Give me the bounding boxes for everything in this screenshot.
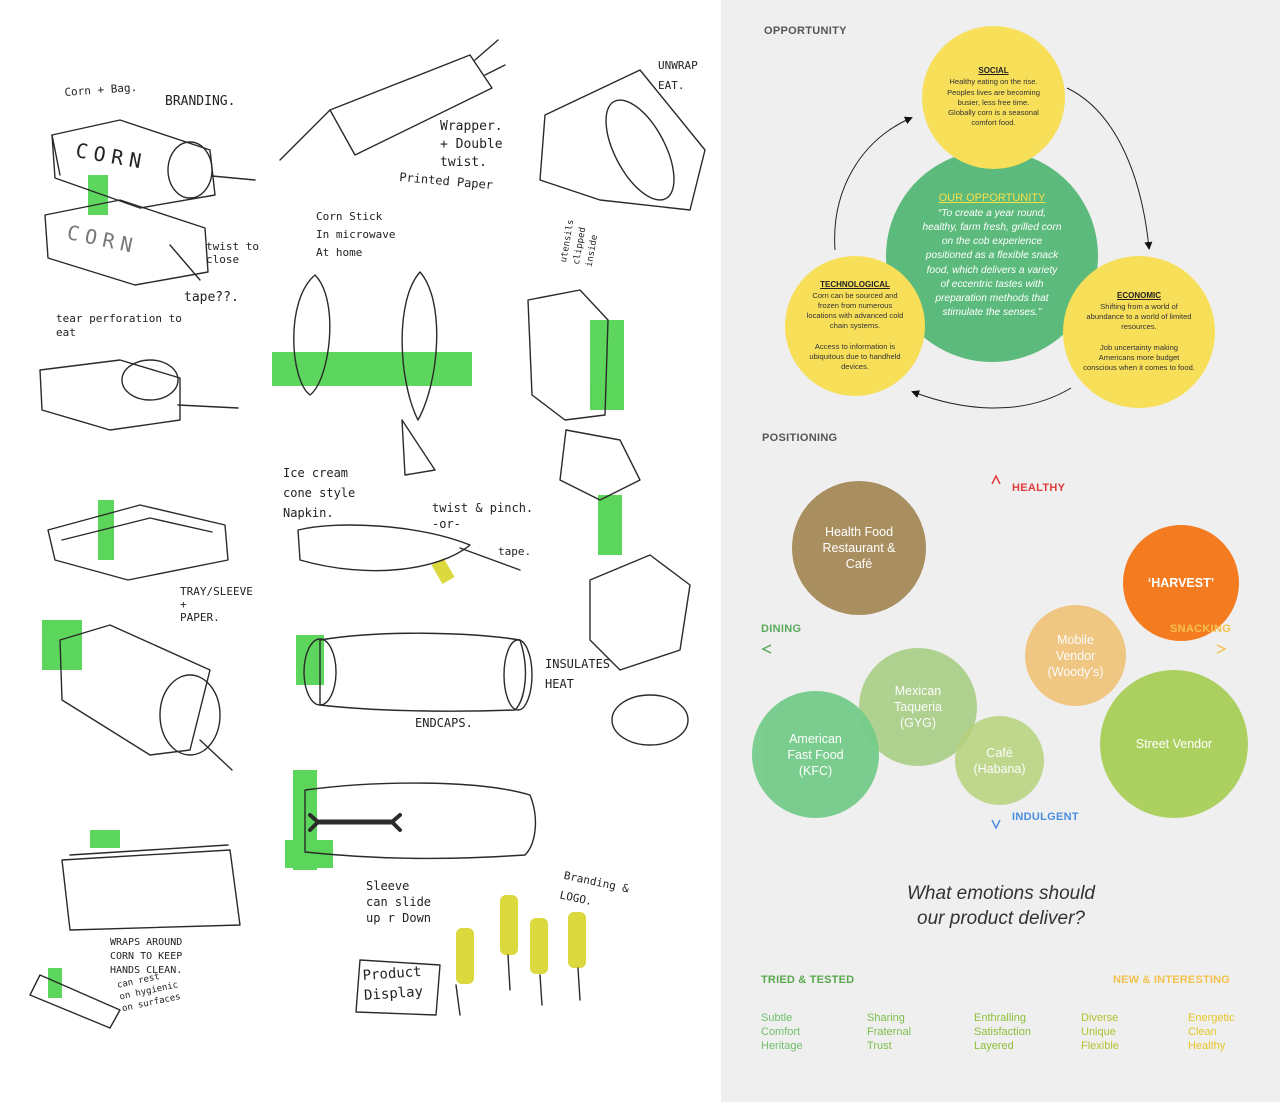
emotion-word: Trust [867, 1040, 892, 1052]
economic-title: ECONOMIC [1117, 290, 1161, 300]
sketch-label-corn-stick: Corn Stick In microwave At home [316, 210, 396, 259]
sketch-label-tray-sleeve: TRAY/SLEEVE + PAPER. [180, 585, 253, 624]
sketch-label-twist-pinch: twist & pinch. -or- [432, 501, 534, 531]
scale-label-new-interesting: NEW & INTERESTING [1113, 974, 1231, 986]
our-opportunity-title: OUR OPPORTUNITY [938, 192, 1046, 205]
emotion-word: Heritage [761, 1040, 803, 1052]
emotion-column-2: Sharing Fraternal Trust [867, 1011, 911, 1053]
emotion-word: Enthralling [974, 1012, 1026, 1024]
opportunity-heading: OPPORTUNITY [764, 25, 847, 37]
emotion-column-1: Subtle Comfort Heritage [761, 1011, 803, 1053]
economic-circle: ECONOMIC Shifting from a world of abunda… [1063, 256, 1215, 408]
technological-circle: TECHNOLOGICAL Corn can be sourced and fr… [785, 256, 925, 396]
axis-label-snacking: SNACKING [1170, 623, 1232, 635]
sketch-label-tape: tape??. [184, 290, 239, 305]
emotion-column-4: Diverse Unique Flexible [1081, 1011, 1119, 1053]
positioning-heading: POSITIONING [762, 432, 838, 444]
emotion-word: Sharing [867, 1012, 905, 1024]
sketch-label-sleeve-slide: Sleeve can slide up r Down [366, 879, 432, 925]
sketch-label-tape-2: tape. [498, 545, 532, 558]
sketch-label-tear-perforation: tear perforation to eat [56, 312, 182, 339]
positioning-axes [761, 474, 1231, 999]
emotion-word: Layered [974, 1040, 1014, 1052]
bubble-health-food: Health Food Restaurant & Café [792, 481, 926, 615]
emotion-word: Diverse [1081, 1012, 1119, 1024]
sketch-label-wraps-around: WRAPS AROUND CORN TO KEEP HANDS CLEAN. [110, 937, 183, 976]
emotion-word: Energetic [1188, 1012, 1235, 1024]
social-text: Healthy eating on the rise. Peoples live… [947, 77, 1040, 128]
bubble-harvest-label: ‘HARVEST’ [1147, 576, 1215, 590]
emotion-word: Healthy [1188, 1040, 1226, 1052]
sketch-label-product-display: Product Display [362, 963, 424, 1004]
sketch-panel: Corn + Bag. BRANDING. CORN CORN twist to… [29, 39, 706, 1029]
emotion-word: Flexible [1081, 1040, 1119, 1052]
axis-label-indulgent: INDULGENT [1012, 811, 1079, 823]
bubble-cafe-habana: Café (Habana) [955, 716, 1044, 805]
economic-text: Shifting from a world of abundance to a … [1083, 301, 1195, 373]
bubble-harvest: ‘HARVEST’ [1123, 525, 1239, 641]
bubble-street-vendor: Street Vendor [1100, 670, 1248, 818]
emotion-word: Unique [1081, 1026, 1116, 1038]
axis-label-healthy: HEALTHY [1012, 482, 1066, 494]
emotion-word: Fraternal [867, 1026, 912, 1038]
bubble-mobile-vendor: Mobile Vendor (Woody’s) [1025, 605, 1126, 706]
emotion-word: Subtle [761, 1012, 793, 1024]
sketch-drawings [29, 39, 706, 1029]
emotion-column-3: Enthralling Satisfaction Layered [974, 1011, 1031, 1053]
bubble-cafe-habana-label: Café (Habana) [973, 745, 1026, 776]
strategy-panel: OPPORTUNITY OUR OPPORTUNITY “To create a… [721, 0, 1280, 1102]
social-circle: SOCIAL Healthy eating on the rise. Peopl… [922, 26, 1065, 169]
sketch-label-utensils: utensils clipped inside [559, 218, 601, 268]
emotion-word: Clean [1188, 1026, 1217, 1038]
bubble-american-fast-food: American Fast Food (KFC) [752, 691, 879, 818]
emotion-question: What emotions should our product deliver… [907, 883, 1095, 929]
social-title: SOCIAL [978, 66, 1009, 76]
bubble-mexican-taqueria-label: Mexican Taqueria (GYG) [894, 684, 942, 730]
emotion-column-5: Energetic Clean Healthy [1188, 1011, 1234, 1053]
sketch-label-unwrap-eat: UNWRAP EAT. [658, 59, 698, 92]
technological-title: TECHNOLOGICAL [820, 279, 890, 289]
scale-label-tried-tested: TRIED & TESTED [761, 974, 855, 986]
axis-label-dining: DINING [761, 623, 802, 635]
emotion-word: Satisfaction [974, 1026, 1031, 1038]
emotion-word: Comfort [761, 1026, 801, 1038]
our-opportunity-text: “To create a year round, healthy, farm f… [922, 208, 1062, 318]
sketch-label-ice-cream-cone: Ice cream cone style Napkin. [283, 466, 356, 520]
bubble-american-fast-food-label: American Fast Food (KFC) [787, 731, 844, 778]
sketch-label-insulates-heat: INSULATES HEAT [545, 657, 611, 691]
sketch-label-twist-to-close: twist to close [206, 240, 259, 266]
bubble-mobile-vendor-label: Mobile Vendor (Woody’s) [1047, 632, 1104, 679]
sketch-label-endcaps: ENDCAPS. [415, 716, 473, 730]
sketch-label-branding: BRANDING. [165, 94, 236, 109]
bubble-health-food-label: Health Food Restaurant & Café [822, 525, 896, 571]
technological-text: Corn can be sourced and frozen from nume… [806, 290, 904, 372]
cycle-arrows [834, 87, 1153, 409]
sketch-label-wrapper: Wrapper. + Double twist. [440, 119, 503, 170]
bubble-street-vendor-label: Street Vendor [1135, 737, 1213, 751]
